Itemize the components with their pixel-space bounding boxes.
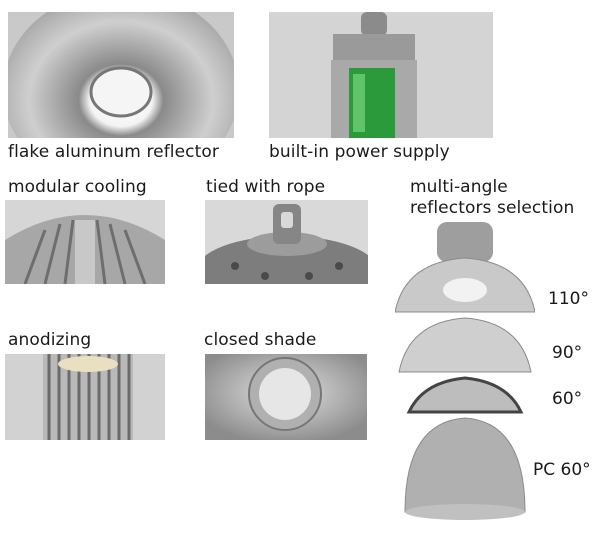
power-supply-photo — [269, 12, 493, 138]
caption-cooling: modular cooling — [8, 177, 147, 197]
caption-anodizing: anodizing — [8, 330, 92, 350]
caption-shade: closed shade — [204, 330, 317, 350]
reflector-stack-photo — [395, 222, 535, 527]
cooling-photo — [5, 200, 165, 284]
caption-multi-line2: reflectors selection — [410, 198, 575, 218]
closed-shade-photo — [205, 354, 367, 440]
angle-label-90: 90° — [552, 343, 583, 363]
caption-multi-line1: multi-angle — [410, 177, 508, 197]
angle-label-pc60: PC 60° — [533, 460, 591, 480]
anodizing-photo — [5, 354, 165, 440]
caption-rope: tied with rope — [206, 177, 326, 197]
angle-label-60: 60° — [552, 389, 583, 409]
caption-reflector: flake aluminum reflector — [8, 142, 219, 162]
reflector-photo — [8, 12, 234, 138]
caption-power: built-in power supply — [269, 142, 450, 162]
rope-photo — [205, 200, 368, 284]
angle-label-110: 110° — [548, 289, 589, 309]
